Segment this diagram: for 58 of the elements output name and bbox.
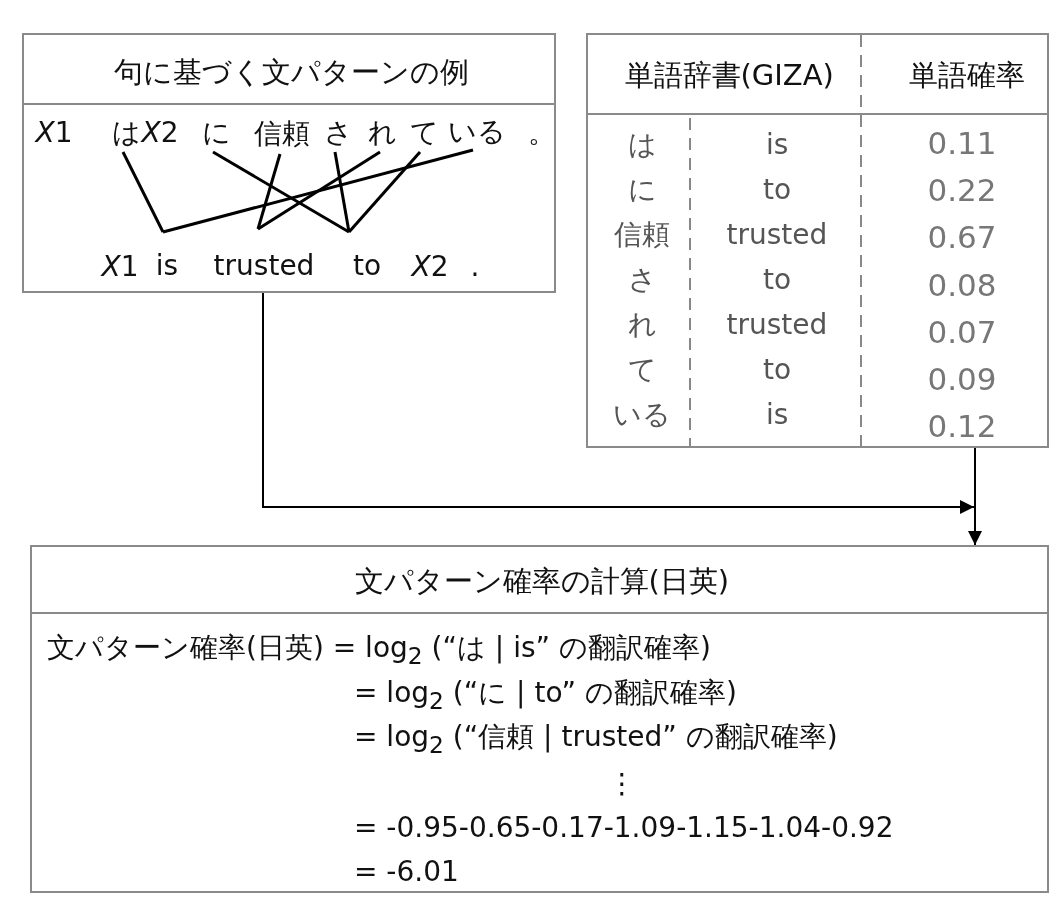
dictionary-table [586, 33, 1049, 448]
table-cell: is [766, 129, 789, 162]
table-cell: 0.67 [927, 220, 997, 257]
alignment-line [257, 150, 381, 231]
table-cell: 0.09 [927, 362, 997, 398]
word: さ [321, 112, 355, 154]
heading: 文パターン確率の計算(日英) [354, 564, 730, 598]
word: に [199, 112, 233, 154]
formula-line: = -0.95-0.65-0.17-1.09-1.15-1.04-0.92 [354, 812, 894, 845]
formula-line: = -6.01 [354, 856, 459, 889]
table-cell: さ [627, 264, 657, 297]
table-cell: is [766, 399, 789, 432]
table-cell: に [627, 174, 657, 207]
alignment-line [121, 151, 165, 233]
table-cell: 0.12 [927, 409, 997, 445]
table-cell: 0.22 [927, 173, 997, 209]
variable: X2 [141, 117, 179, 150]
column-header: 単語辞書(GIZA) [624, 58, 834, 92]
vertical-ellipsis: ⋮ [608, 768, 636, 801]
calculation-box [30, 545, 1049, 893]
alignment-line [212, 150, 350, 234]
table-cell: to [763, 174, 792, 207]
formula-line: = log$_{2}$ (“信頼 | trusted” の翻訳確率) [354, 720, 838, 758]
alignment-line [333, 151, 351, 233]
table-cell: 0.11 [927, 126, 997, 162]
formula-line: 文パターン確率(日英) = log$_{2}$ (“は | is” の翻訳確率) [47, 631, 711, 669]
arrow [968, 447, 982, 546]
alignment-line [162, 148, 474, 234]
arrow [262, 292, 975, 514]
column-header: 単語確率 [909, 58, 1025, 92]
variable: X1 [101, 251, 139, 284]
word: て [407, 112, 441, 154]
word: is [145, 234, 189, 286]
table-cell: to [763, 354, 792, 387]
example-box [22, 33, 556, 293]
table-cell: to [763, 264, 792, 297]
alignment-line [256, 153, 282, 230]
word: いる [448, 112, 506, 152]
table-cell: は [627, 129, 657, 162]
table-cell: 信頼 [614, 219, 670, 252]
heading: 句に基づく文パターンの例 [113, 55, 469, 89]
table-cell: trusted [726, 309, 828, 342]
table-cell: 0.07 [927, 314, 997, 351]
table-cell: いる [613, 399, 671, 432]
table-cell: れ [627, 309, 657, 342]
punctuation: 。 [528, 117, 556, 150]
formula-line: = log$_{2}$ (“に | to” の翻訳確率) [354, 676, 737, 714]
word: 信頼 [250, 112, 314, 156]
table-cell: trusted [726, 219, 828, 252]
table-cell: 0.08 [927, 267, 997, 304]
alignment-line [347, 151, 422, 233]
word: to [343, 234, 391, 286]
punctuation: . [470, 251, 480, 284]
word: れ [365, 112, 399, 154]
variable: X2 [411, 251, 449, 284]
table-cell: て [627, 354, 657, 387]
variable: X1 [35, 117, 73, 150]
word: trusted [205, 231, 323, 286]
